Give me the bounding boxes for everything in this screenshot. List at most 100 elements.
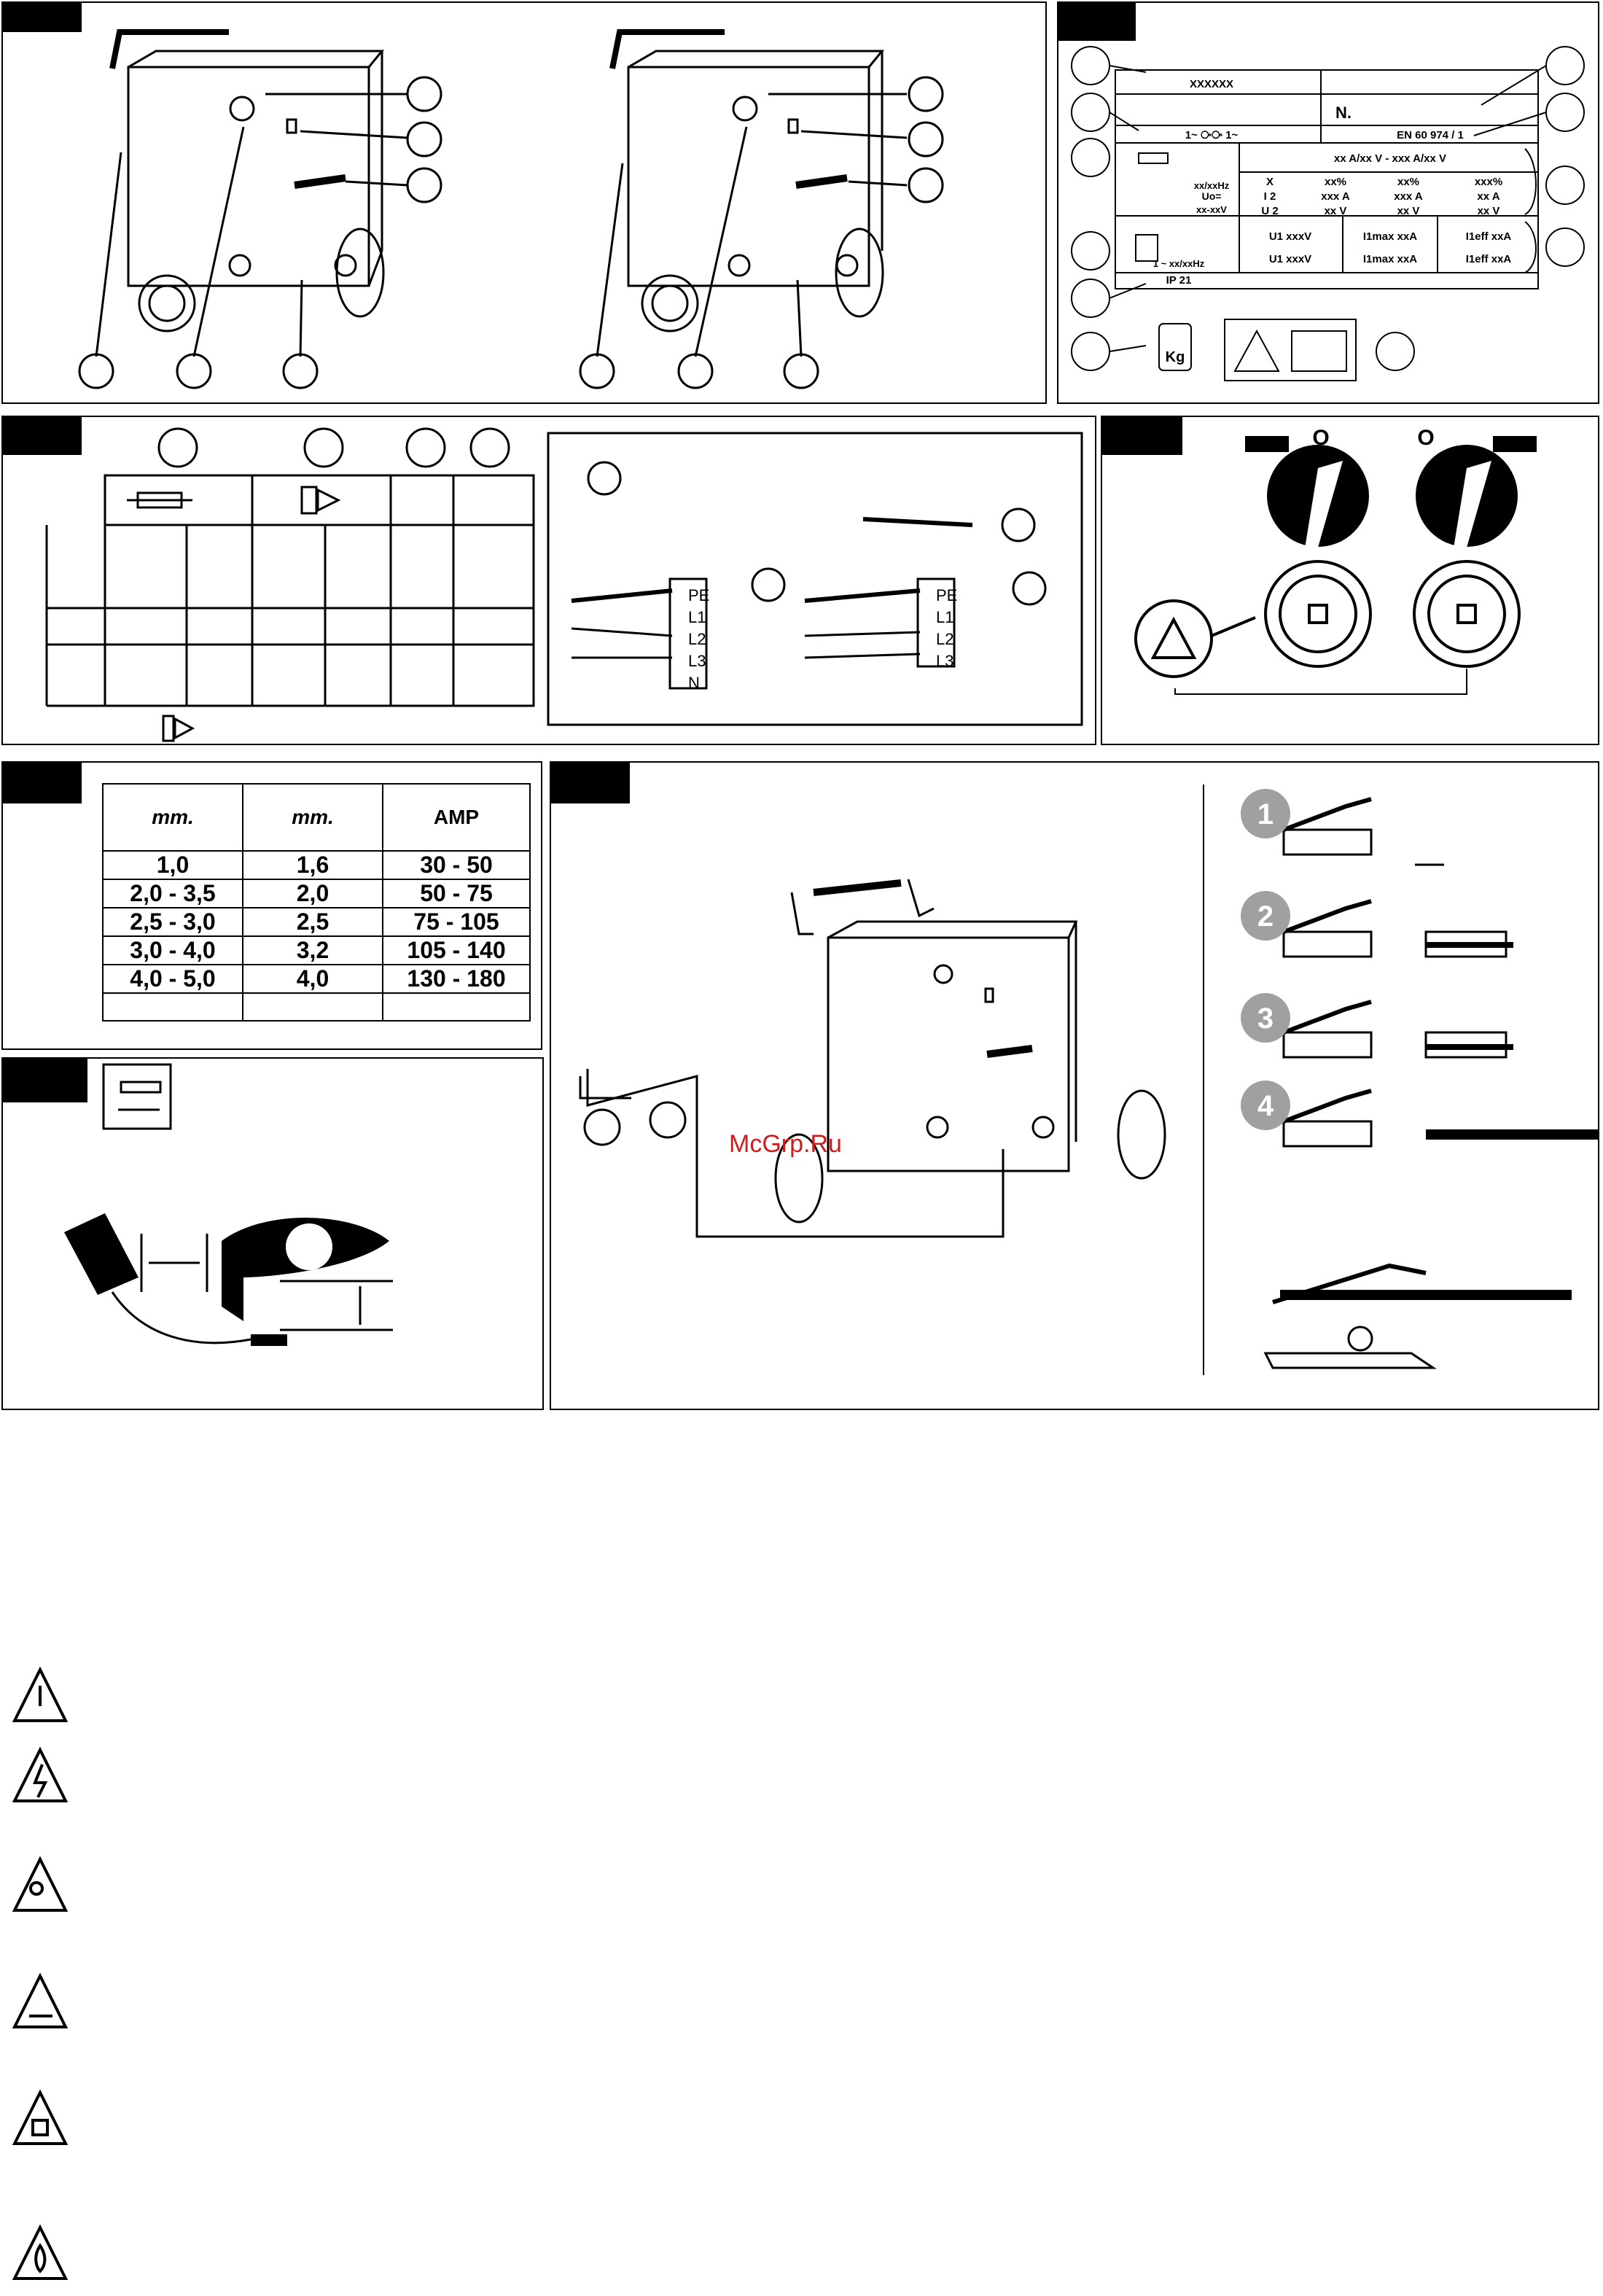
terminal-label: L1 (936, 608, 953, 626)
table-cell: 2,0 - 3,5 (102, 879, 243, 908)
step-badge (1241, 993, 1290, 1043)
plate-freq: xx/xxHz (1194, 180, 1230, 191)
plate-i2: xxx A (1394, 190, 1423, 203)
table-row: 2,5 - 3,0 2,5 75 - 105 (102, 907, 531, 937)
electrode-table: mm. mm. AMP 1,0 1,6 30 - 50 2,0 - 3,5 2,… (102, 783, 531, 1021)
table-cell: 3,2 (242, 935, 383, 965)
switch-label: O (1312, 426, 1329, 450)
panel-tab (3, 1059, 87, 1102)
weight-label: Kg (1166, 349, 1185, 365)
plate-u2: xx V (1397, 205, 1420, 217)
warning-icon (12, 1666, 69, 1722)
panel-mains-connection: PE L1 L2 L3 N PE L1 L2 L3 (1, 416, 1096, 745)
table-row: 4,0 - 5,0 4,0 130 - 180 (102, 964, 531, 994)
terminal-label: L3 (936, 652, 953, 670)
plate-col: xx% (1397, 176, 1419, 188)
panel-tab (1102, 417, 1182, 455)
panel-tab (3, 763, 82, 803)
terminal-label: L2 (936, 630, 953, 648)
table-cell (242, 992, 383, 1021)
thickness-header: mm. (102, 783, 243, 852)
table-cell: 105 - 140 (382, 935, 531, 965)
plate-supply: 1 ~ xx/xxHz (1153, 258, 1205, 269)
fire-icon (12, 2224, 69, 2280)
plate-u2: xx V (1325, 205, 1347, 217)
fumes-icon (12, 1856, 69, 1912)
panel-tab (3, 417, 82, 455)
panel-tab (551, 763, 630, 803)
table-cell: 4,0 (242, 964, 383, 994)
table-cell: 4,0 - 5,0 (102, 964, 243, 994)
panel-machine-overview (1, 1, 1047, 404)
step-number: 2 (1257, 900, 1274, 933)
step-number: 3 (1257, 1003, 1274, 1035)
plate-supply-cell: I1eff xxA (1466, 230, 1512, 243)
panel-tab (3, 3, 82, 32)
table-cell: 2,5 (242, 907, 383, 937)
regulator-drawing: O O (1134, 426, 1537, 695)
plate-current-range: xx A/xx V - xxx A/xx V (1334, 152, 1446, 165)
mains-connection-drawing: PE L1 L2 L3 N PE L1 L2 L3 (45, 427, 1083, 742)
step-badge (1241, 1081, 1290, 1130)
table-cell: 1,6 (242, 850, 383, 880)
machine-overview-drawing (78, 29, 944, 389)
plate-col: xx% (1325, 176, 1346, 188)
table-cell: 3,0 - 4,0 (102, 935, 243, 965)
plate-i2: xxx A (1321, 190, 1350, 203)
table-cell: 1,0 (102, 850, 243, 880)
plate-col: xxx% (1475, 176, 1502, 188)
plate-model: XXXXXX (1190, 78, 1233, 90)
plate-serial: N. (1335, 104, 1352, 122)
panel-welding-distance (1, 1057, 544, 1410)
step-number: 1 (1257, 798, 1274, 830)
plate-col: X (1266, 176, 1274, 188)
table-row (102, 992, 531, 1021)
terminal-label: PE (936, 586, 957, 604)
step-badge (1241, 789, 1290, 838)
terminal-label: L2 (688, 630, 706, 648)
amp-header: AMP (382, 783, 531, 852)
table-cell: 2,0 (242, 879, 383, 908)
table-cell: 2,5 - 3,0 (102, 907, 243, 937)
plate-uo-label: Uo= (1202, 190, 1222, 202)
assembly-drawing: 1 2 3 4 (579, 785, 1598, 1375)
switch-label: O (1417, 426, 1434, 450)
plate-supply-cell: I1max xxA (1363, 230, 1417, 243)
plate-phase: 1~ ⧂⧂ 1~ (1185, 129, 1239, 141)
table-cell: 50 - 75 (382, 879, 531, 908)
safety-symbols (12, 1666, 69, 2280)
table-cell: 30 - 50 (382, 850, 531, 880)
table-row: 1,0 1,6 30 - 50 (102, 850, 531, 880)
panel-tab (1058, 3, 1136, 41)
diameter-header: mm. (242, 783, 383, 852)
terminal-label: N (688, 674, 700, 692)
table-row: 3,0 - 4,0 3,2 105 - 140 (102, 935, 531, 965)
table-cell: 130 - 180 (382, 964, 531, 994)
step-number: 4 (1257, 1090, 1274, 1122)
table-cell: 75 - 105 (382, 907, 531, 937)
plate-standard: EN 60 974 / 1 (1397, 129, 1464, 141)
plate-supply-cell: U1 xxxV (1269, 230, 1311, 243)
machine-front (127, 66, 370, 287)
step-badge (1241, 891, 1290, 941)
plate-supply-cell: I1max xxA (1363, 253, 1417, 265)
spatter-icon (12, 2089, 69, 2145)
panel-assembly: 1 2 3 4 (550, 761, 1599, 1410)
electric-shock-icon (12, 1746, 69, 1802)
welding-distance-drawing (64, 1063, 393, 1346)
panel-rating-plate: XXXXXX N. 1~ ⧂⧂ 1~ EN 60 974 / 1 xx/xxHz… (1057, 1, 1599, 404)
plate-u2: xx V (1478, 205, 1500, 217)
plate-supply-cell: I1eff xxA (1466, 253, 1512, 265)
plate-ip: IP 21 (1166, 274, 1192, 287)
terminal-label: L1 (688, 608, 706, 626)
table-row: 2,0 - 3,5 2,0 50 - 75 (102, 879, 531, 908)
table-cell (102, 992, 243, 1021)
plate-i2: xx A (1477, 190, 1499, 203)
panel-regulator-knobs: O O (1101, 416, 1599, 745)
plate-uo-value: xx-xxV (1196, 204, 1227, 215)
table-cell (382, 992, 531, 1021)
watermark: McGrp.Ru (729, 1130, 842, 1158)
terminal-label: L3 (688, 652, 706, 670)
terminal-label: PE (688, 586, 709, 604)
radiation-icon (12, 1972, 69, 2028)
